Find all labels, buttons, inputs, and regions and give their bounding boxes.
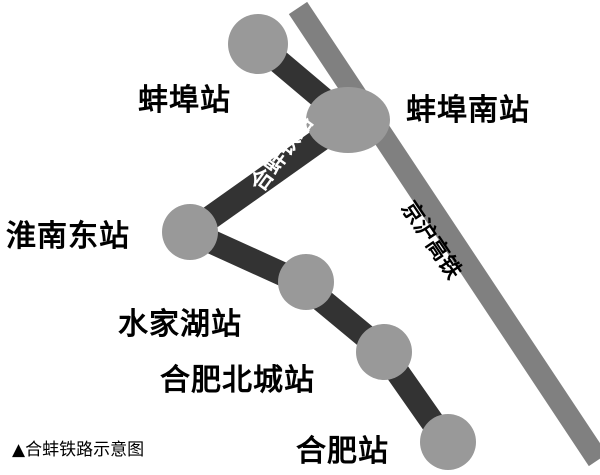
map-caption: ▲合蚌铁路示意图: [12, 440, 145, 460]
station-marker-bengbu-south: [306, 87, 390, 153]
station-marker-huainan-east: [162, 204, 218, 260]
station-marker-hefei-north-city: [356, 324, 412, 380]
station-marker-bengbu: [228, 14, 288, 74]
station-marker-hefei: [420, 414, 476, 470]
station-label-shuijiahu: 水家湖站: [118, 307, 242, 342]
station-label-bengbu-south: 蚌埠南站: [406, 93, 530, 128]
jinghu-hsr-line: [288, 1, 600, 467]
station-label-hefei: 合肥站: [296, 434, 389, 469]
station-label-hefei-north-city: 合肥北城站: [160, 363, 315, 398]
station-label-huainan-east: 淮南东站: [6, 219, 130, 254]
station-label-bengbu: 蚌埠站: [138, 83, 231, 118]
station-marker-shuijiahu: [278, 254, 334, 310]
